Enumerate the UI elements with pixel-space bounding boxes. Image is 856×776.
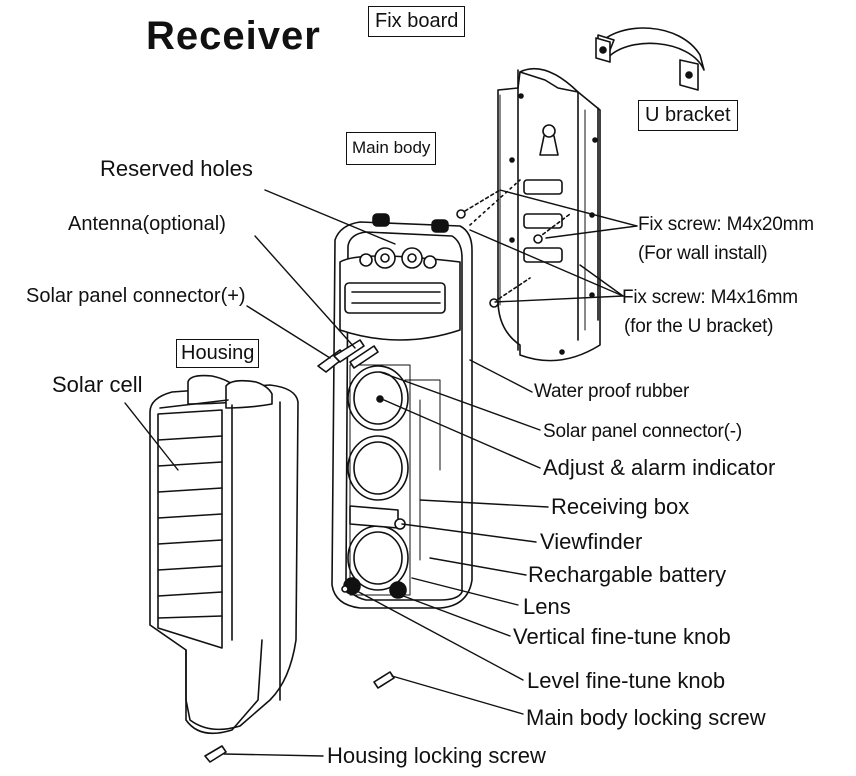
solar-connector-minus-label: Solar panel connector(-) xyxy=(543,421,743,442)
main-body-label: Main body xyxy=(346,132,437,165)
lens-label: Lens xyxy=(523,594,571,619)
vertical-knob-label: Vertical fine-tune knob xyxy=(513,624,731,649)
fix-board-label: Fix board xyxy=(368,6,466,37)
fix-screw-u-note: (for the U bracket) xyxy=(624,316,774,337)
receiving-box-label: Receiving box xyxy=(551,494,690,519)
housing-label: Housing xyxy=(176,339,260,368)
u-bracket-label: U bracket xyxy=(638,100,738,131)
antenna-label: Antenna(optional) xyxy=(68,213,226,235)
solar-connector-plus-label: Solar panel connector(+) xyxy=(26,285,246,307)
battery-label: Rechargable battery xyxy=(528,562,727,587)
housing-screw-label: Housing locking screw xyxy=(327,743,546,768)
fix-board-drawing xyxy=(497,68,601,362)
level-knob-label: Level fine-tune knob xyxy=(527,668,726,693)
adjust-alarm-label: Adjust & alarm indicator xyxy=(543,455,776,480)
fix-screws-drawing xyxy=(456,179,571,308)
fix-screw-u-label: Fix screw: M4x16mm xyxy=(622,287,798,308)
fix-screw-wall-label: Fix screw: M4x20mm xyxy=(638,214,814,235)
housing-drawing xyxy=(149,374,299,735)
diagram-title: Receiver xyxy=(146,14,321,58)
water-proof-rubber-label: Water proof rubber xyxy=(534,381,690,402)
u-bracket-drawing xyxy=(595,27,705,91)
loose-screws-drawing xyxy=(204,671,395,763)
main-body-screw-label: Main body locking screw xyxy=(526,705,766,730)
leader-lines xyxy=(124,189,638,757)
fix-screw-wall-note: (For wall install) xyxy=(638,243,768,264)
viewfinder-label: Viewfinder xyxy=(540,529,643,554)
main-body-drawing xyxy=(317,213,473,609)
reserved-holes-label: Reserved holes xyxy=(100,156,253,181)
solar-cell-label: Solar cell xyxy=(52,372,143,397)
